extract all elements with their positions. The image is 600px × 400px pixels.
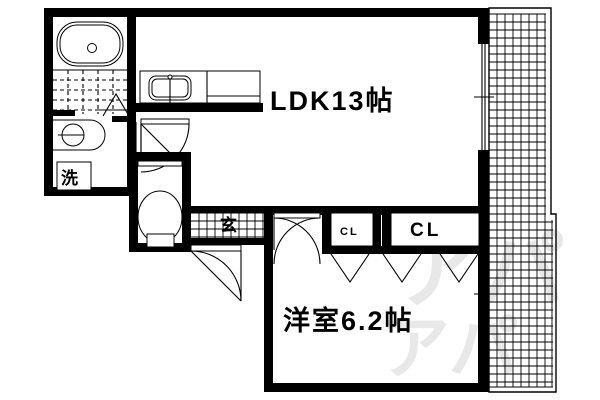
entrance-floor-tiles	[191, 206, 265, 240]
closet-door-chevrons	[330, 253, 479, 283]
closet-large-label: CL	[410, 220, 441, 241]
ldk-label: LDK13帖	[270, 86, 395, 116]
closet-small-label: CL	[340, 226, 359, 238]
washroom-door	[135, 122, 142, 152]
washroom: 洗	[53, 119, 142, 191]
shower-floor-tiles	[53, 70, 127, 114]
balcony-tiles	[489, 13, 553, 388]
kitchen	[139, 70, 261, 105]
toilet	[137, 160, 183, 248]
bedroom-door	[273, 212, 321, 265]
balcony	[474, 7, 557, 393]
front-door	[190, 244, 242, 302]
bathroom	[53, 21, 130, 117]
toilet-door	[137, 160, 183, 167]
walls	[44, 8, 489, 392]
washbasin-icon	[53, 119, 106, 151]
ldk-hall-door	[140, 118, 190, 173]
bathroom-folding-door	[97, 92, 130, 117]
kitchen-sink-icon	[148, 74, 192, 105]
closets: CL CL	[330, 212, 480, 283]
entrance: 玄	[190, 206, 265, 302]
bathtub-icon	[56, 21, 124, 67]
bedroom-label: 洋室6.2帖	[283, 305, 414, 336]
toilet-icon	[137, 190, 183, 248]
washroom-label: 洗	[61, 168, 78, 188]
entrance-label: 玄	[220, 215, 237, 235]
